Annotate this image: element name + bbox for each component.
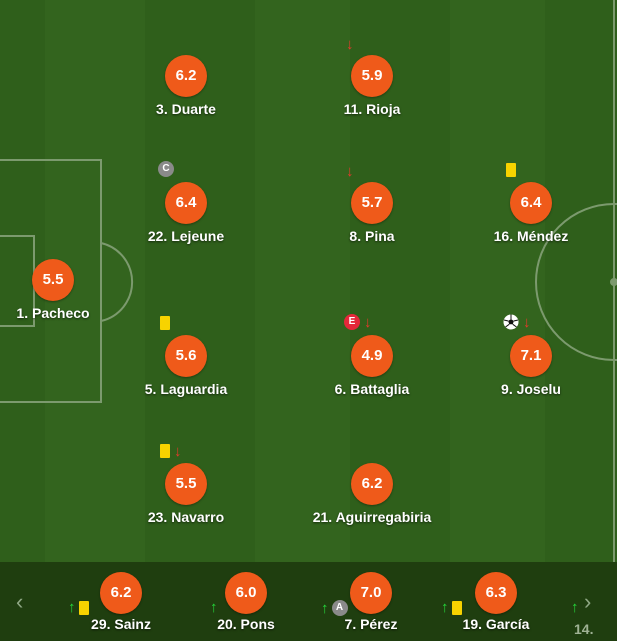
player-rating: 6.4 <box>510 182 552 224</box>
yellow-card-icon <box>160 444 170 458</box>
arrow-down-icon: ↓ <box>174 442 182 460</box>
yellow-card-icon <box>160 316 170 330</box>
assist-badge-icon: A <box>331 600 348 616</box>
yellow-card-icon <box>78 600 89 615</box>
joselu-events: ↓ <box>503 313 531 331</box>
arrow-up-icon: ↑ <box>441 599 449 616</box>
arrow-down-icon: ↓ <box>346 35 354 53</box>
player-name: 8. Pina <box>349 228 395 244</box>
player-pacheco[interactable]: 5.5 1. Pacheco <box>0 259 133 321</box>
player-rating: 6.2 <box>100 572 142 614</box>
perez-events: ↑ A <box>321 600 348 616</box>
player-name: 16. Méndez <box>493 228 569 244</box>
player-name: 29. Sainz <box>91 616 151 632</box>
player-laguardia[interactable]: 5.6 5. Laguardia <box>106 335 266 397</box>
player-lejeune[interactable]: 6.4 22. Lejeune <box>106 182 266 244</box>
player-name: 9. Joselu <box>501 381 561 397</box>
player-rating: 5.5 <box>32 259 74 301</box>
chevron-left-icon[interactable]: ‹ <box>16 589 24 614</box>
arrow-up-icon: ↑ <box>321 599 329 617</box>
player-name: 21. Aguirregabiria <box>312 509 432 525</box>
player-name: 5. Laguardia <box>144 381 228 397</box>
player-rating: 6.2 <box>351 463 393 505</box>
captain-badge-icon: C <box>158 161 174 177</box>
player-rating: 6.2 <box>165 55 207 97</box>
bench-player-sainz[interactable]: 6.2 29. Sainz <box>61 562 181 632</box>
player-aguirregabiria[interactable]: 6.2 21. Aguirregabiria <box>292 463 452 525</box>
player-rating: 6.3 <box>475 572 517 614</box>
player-name: 6. Battaglia <box>334 381 410 397</box>
player-rating: 5.7 <box>351 182 393 224</box>
player-mendez[interactable]: 6.4 16. Méndez <box>451 182 611 244</box>
bench-player-perez[interactable]: 7.0 7. Pérez <box>311 562 431 632</box>
garcia-events: ↑ <box>441 600 462 615</box>
player-rating: 5.9 <box>351 55 393 97</box>
arrow-up-icon: ↑ <box>68 599 76 616</box>
goal-ball-icon <box>503 314 519 330</box>
player-battaglia[interactable]: 4.9 6. Battaglia <box>292 335 452 397</box>
bench-player-partial-name[interactable]: 14. <box>574 621 594 637</box>
player-rioja[interactable]: 5.9 11. Rioja <box>292 55 452 117</box>
bench-player-garcia[interactable]: 6.3 19. García <box>436 562 556 632</box>
yellow-card-icon <box>451 600 462 615</box>
arrow-down-icon: ↓ <box>364 313 372 331</box>
arrow-down-icon: ↓ <box>346 162 354 180</box>
player-name: 11. Rioja <box>343 101 401 117</box>
player-rating: 4.9 <box>351 335 393 377</box>
pina-events: ↓ <box>346 162 354 180</box>
bench-player-pons[interactable]: 6.0 20. Pons <box>186 562 306 632</box>
yellow-card-icon <box>506 163 516 177</box>
player-name: 19. García <box>462 616 530 632</box>
pons-events: ↑ <box>210 600 218 615</box>
player-joselu[interactable]: 7.1 9. Joselu <box>451 335 611 397</box>
mendez-events <box>506 161 516 179</box>
player-name: 22. Lejeune <box>147 228 225 244</box>
error-badge-icon: E <box>344 314 360 330</box>
pitch-markings <box>0 0 617 562</box>
substitutes-bar: ‹ 6.2 29. Sainz ↑ 6.0 20. Pons ↑ 7.0 7. … <box>0 562 617 641</box>
player-name: 3. Duarte <box>156 101 216 117</box>
battaglia-events: E ↓ <box>344 313 372 331</box>
player-name: 20. Pons <box>217 616 275 632</box>
player-rating: 5.5 <box>165 463 207 505</box>
player-navarro[interactable]: 5.5 23. Navarro <box>106 463 266 525</box>
arrow-down-icon: ↓ <box>523 313 531 331</box>
chevron-right-icon[interactable]: › <box>584 589 592 614</box>
arrow-up-icon: ↑ <box>210 599 218 616</box>
player-rating: 5.6 <box>165 335 207 377</box>
lejeune-events: C <box>158 160 174 178</box>
player-pina[interactable]: 5.7 8. Pina <box>292 182 452 244</box>
player-rating: 7.1 <box>510 335 552 377</box>
player-rating: 6.4 <box>165 182 207 224</box>
player-rating: 6.0 <box>225 572 267 614</box>
player-name: 7. Pérez <box>344 616 398 632</box>
sainz-events: ↑ <box>68 600 89 615</box>
laguardia-events <box>160 314 170 332</box>
player-duarte[interactable]: 6.2 3. Duarte <box>106 55 266 117</box>
arrow-up-icon: ↑ <box>571 599 579 616</box>
bench-player-partial-events: ↑ <box>571 600 579 615</box>
rioja-events: ↓ <box>346 35 354 53</box>
navarro-events: ↓ <box>160 442 182 460</box>
player-rating: 7.0 <box>350 572 392 614</box>
player-name: 23. Navarro <box>147 509 225 525</box>
player-name: 1. Pacheco <box>16 305 90 321</box>
